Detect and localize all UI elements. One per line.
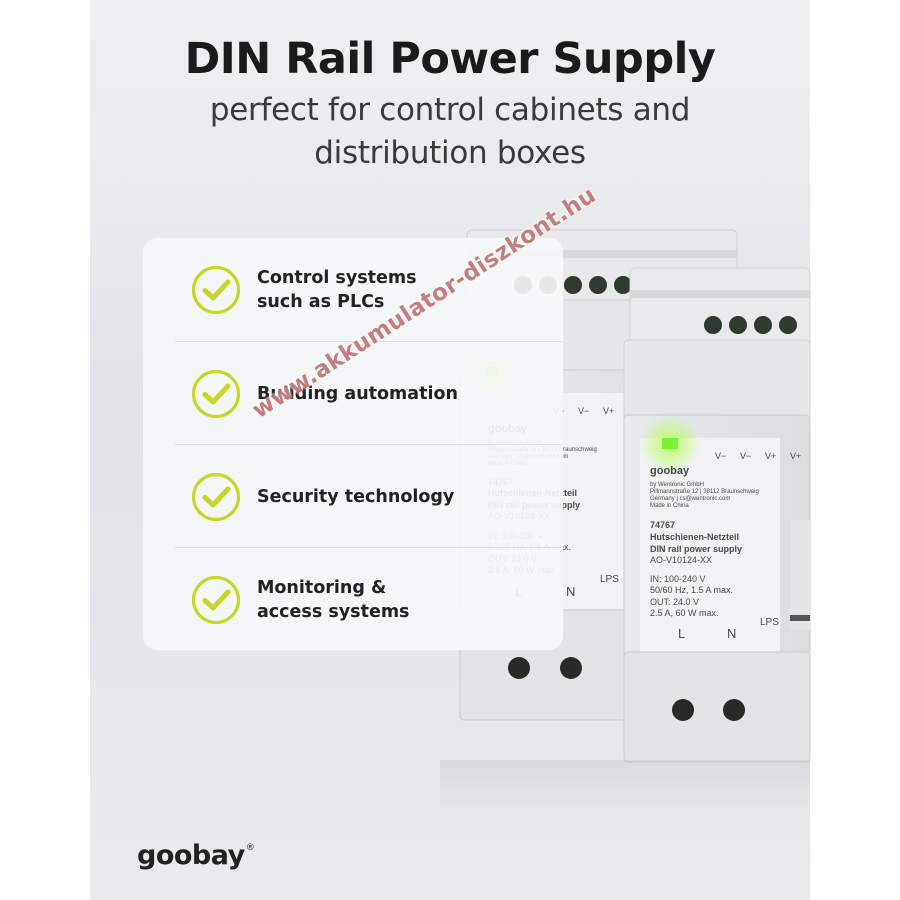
feature-item-monitoring: Monitoring & access systems	[143, 548, 563, 651]
feature-list-card: Control systems such as PLCs Building au…	[143, 238, 563, 650]
feature-label: Building automation	[257, 383, 458, 404]
feature-label: Security technology	[257, 486, 455, 507]
subtitle-line-2: distribution boxes	[314, 135, 586, 171]
feature-item-security-technology: Security technology	[143, 445, 563, 548]
divider	[175, 341, 563, 342]
check-circle-icon	[191, 265, 241, 314]
divider	[175, 444, 563, 445]
check-circle-icon	[191, 575, 241, 624]
brand-name: goobay	[137, 839, 245, 871]
page-title: DIN Rail Power Supply	[184, 34, 716, 84]
subtitle-line-1: perfect for control cabinets and	[209, 92, 691, 128]
divider	[175, 547, 563, 548]
feature-item-building-automation: Building automation	[143, 342, 563, 445]
check-circle-icon	[191, 369, 241, 418]
registered-mark: ®	[245, 843, 255, 853]
check-circle-icon	[191, 472, 241, 521]
feature-item-control-systems: Control systems such as PLCs	[143, 238, 563, 341]
feature-label: Monitoring & access systems	[257, 577, 410, 622]
goobay-logo: goobay ®	[137, 838, 255, 872]
feature-label: Control systems such as PLCs	[257, 267, 417, 312]
